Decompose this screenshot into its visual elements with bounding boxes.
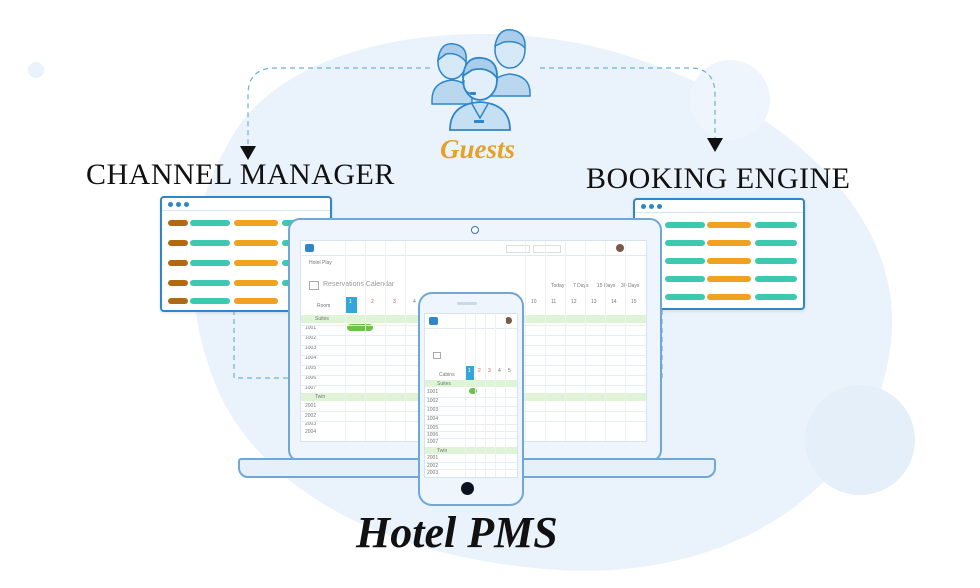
day-number: 12 [571,299,577,305]
arrow-to-booking-engine [707,138,723,152]
window-dots-icon [162,198,330,211]
room-number: 1002 [427,398,439,404]
room-number: 1002 [305,335,317,341]
view-button-30-days[interactable]: 30 Days [621,283,640,289]
day-number: 11 [551,299,557,305]
day-number: 14 [611,299,617,305]
room-number: 1003 [427,407,439,413]
day-number: 10 [531,299,537,305]
day-number: 1 [468,368,471,374]
window-dots-icon [635,200,803,213]
hotel-pms-label: Hotel PMS [356,508,558,557]
room-number: 1004 [427,416,439,422]
guests-label: Guests [440,134,516,164]
day-number: 3 [488,368,491,374]
calendar-icon [309,281,319,290]
room-number: 1004 [305,355,317,361]
room-number: 2004 [305,429,317,435]
laptop-app-header [301,241,646,256]
room-number: 1003 [305,345,317,351]
today-column-highlight [465,366,474,380]
day-number: 2 [371,299,374,305]
phone-speaker [457,302,477,305]
day-number: 2 [478,368,481,374]
phone-app-header [425,314,517,329]
room-header: Room [317,303,331,309]
room-number: 1006 [427,432,439,438]
room-number: 1005 [427,425,439,431]
view-button-15-days[interactable]: 15 Days [597,283,616,289]
breadcrumb: Hotel Play [309,260,332,266]
day-number: 3 [393,299,396,305]
reservation-badge[interactable] [469,388,477,394]
day-number: 4 [413,299,416,305]
booking-engine-label: BOOKING ENGINE [586,162,851,195]
background-dot [28,62,44,78]
calendar-icon [433,352,441,359]
group-row-twin [425,447,517,454]
room-number: 1006 [305,375,317,381]
app-logo-icon [305,244,314,252]
reservation-badge[interactable] [347,324,373,331]
day-number: 4 [498,368,501,374]
room-number: 2002 [427,463,439,469]
group-label: Twin [315,394,326,400]
arrow-to-channel-manager [240,146,256,160]
phone-screen: Cabins 1 2 3 4 5 Suites 1001 1002 1003 1… [424,313,518,478]
avatar [505,317,512,324]
channel-manager-label: CHANNEL MANAGER [86,158,395,191]
guests-icon [431,29,531,131]
room-number: 1001 [305,325,317,331]
laptop-camera [471,226,479,234]
room-number: 1005 [305,365,317,371]
room-header: Cabins [439,372,455,378]
view-button-today[interactable]: Today [551,283,565,289]
day-number: 13 [591,299,597,305]
view-button-7-days[interactable]: 7 Days [573,283,589,289]
room-number: 1001 [427,389,439,395]
today-column-highlight [345,297,357,313]
group-label: Suites [437,381,451,387]
room-number: 2001 [305,403,317,409]
phone-home-button [461,482,474,495]
room-number: 1007 [427,439,439,445]
day-number: 15 [631,299,637,305]
room-number: 2002 [305,413,317,419]
calendar-title: Reservations Calendar [323,281,395,288]
room-number: 2003 [305,421,317,427]
room-number: 2001 [427,455,439,461]
group-row-suites [425,380,517,387]
group-label: Suites [315,316,329,322]
avatar [616,244,624,252]
day-number: 1 [349,299,352,305]
room-number: 1007 [305,385,317,391]
app-logo-icon [429,317,438,325]
room-number: 2003 [427,470,439,476]
day-number: 5 [508,368,511,374]
group-label: Twin [437,448,448,454]
